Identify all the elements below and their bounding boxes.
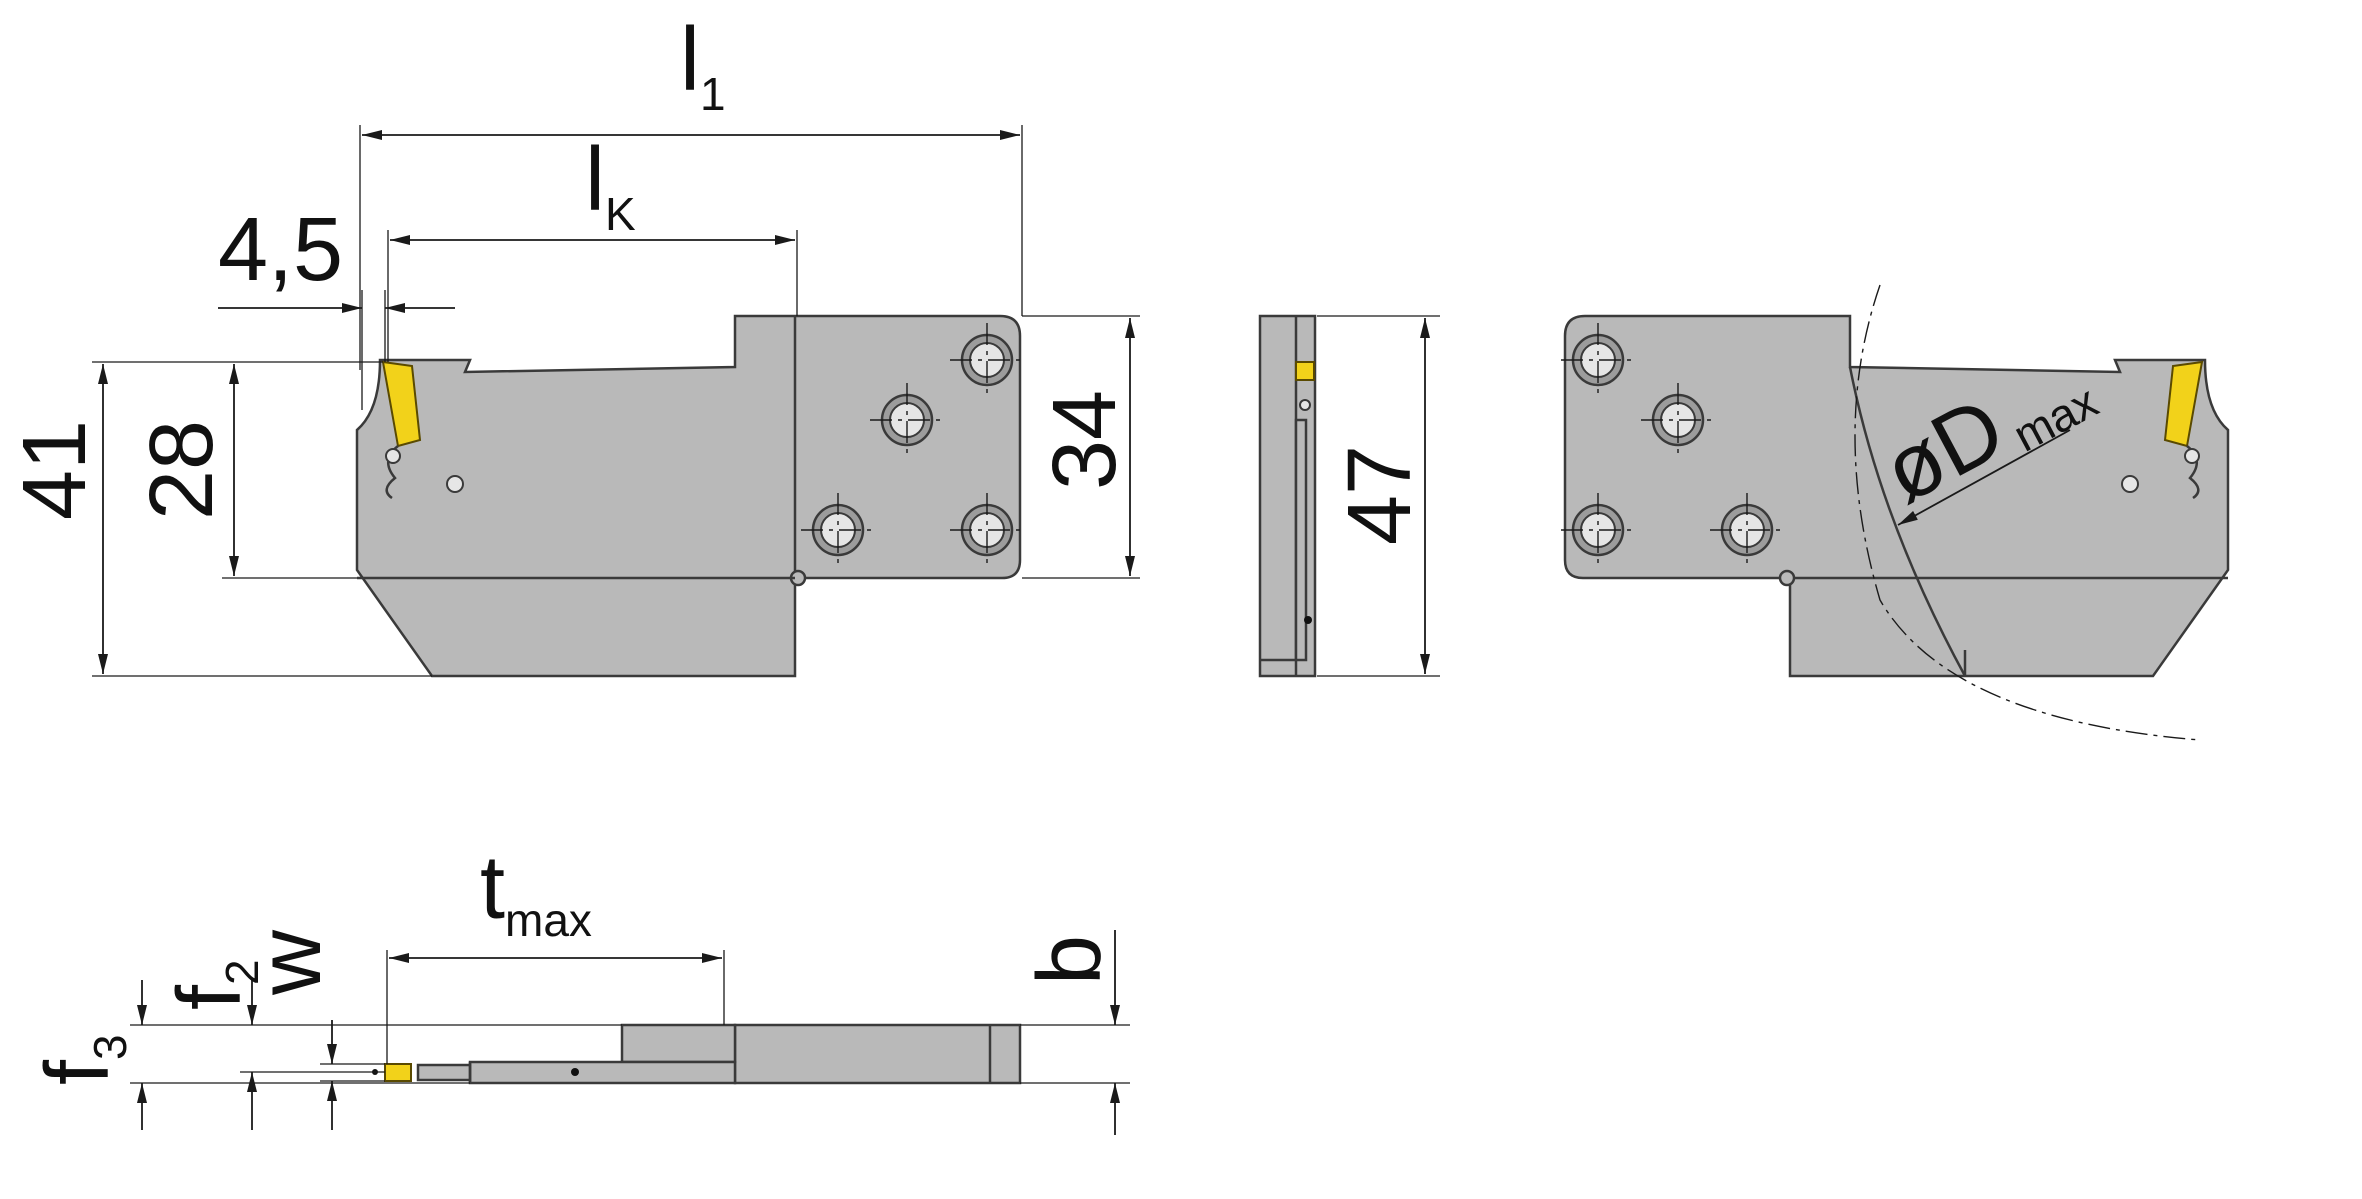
dmax-leader <box>1897 429 2071 526</box>
front-view-body <box>355 314 1022 678</box>
mirror-view-pin-hole <box>2121 475 2139 493</box>
mirror-view-arc-edge <box>1848 366 1967 677</box>
label-offset-45: 4,5 <box>218 200 343 300</box>
mirror-view <box>1561 284 2230 741</box>
front-view-pin-hole <box>446 475 464 493</box>
label-tmax: tmax <box>480 838 592 946</box>
label-l1: l1 <box>680 10 726 120</box>
mirror-view-centre-marks <box>1561 323 1784 567</box>
label-w: w <box>240 929 340 996</box>
label-height-28: 28 <box>132 420 232 520</box>
side-view-blade <box>1294 418 1308 662</box>
front-view <box>355 314 1024 678</box>
side-view-cutting-insert <box>1295 361 1315 381</box>
mirror-view-clamp-pin <box>2184 448 2200 464</box>
top-view-cutting-insert <box>384 1063 412 1082</box>
top-view-blade <box>468 1060 737 1085</box>
mirror-view-body <box>1563 314 2230 678</box>
dimension-labels: l1 lK 4,5 41 28 34 47 øDmax tmax b w f2 … <box>5 10 2106 1085</box>
top-view <box>372 1023 1022 1085</box>
label-height-34: 34 <box>1035 390 1135 490</box>
label-b: b <box>1020 935 1120 985</box>
top-view-blade-tip <box>416 1063 472 1082</box>
side-view-dot <box>1304 616 1312 624</box>
front-view-centre-marks <box>801 323 1024 567</box>
front-view-cutting-insert <box>381 360 422 448</box>
top-view-head <box>733 1023 1022 1085</box>
label-f2: f2 <box>160 959 268 1010</box>
front-view-clamp-pin <box>385 448 401 464</box>
mirror-view-screw-hole <box>1651 393 1705 447</box>
label-height-47: 47 <box>1330 445 1430 545</box>
top-view-dot <box>571 1068 579 1076</box>
side-view <box>1258 314 1317 678</box>
mirror-view-cutting-insert <box>2163 360 2204 448</box>
label-height-41: 41 <box>5 420 105 520</box>
side-view-pin-hole <box>1299 399 1311 411</box>
dimension-lines <box>92 125 1440 1135</box>
top-view-step <box>620 1023 737 1064</box>
label-f3: f3 <box>28 1034 136 1085</box>
label-lk: lK <box>585 130 636 240</box>
mirror-view-screw-hole <box>1571 503 1625 557</box>
dmax-arc <box>1854 284 2201 741</box>
mirror-view-relief-notch <box>1778 569 1796 587</box>
